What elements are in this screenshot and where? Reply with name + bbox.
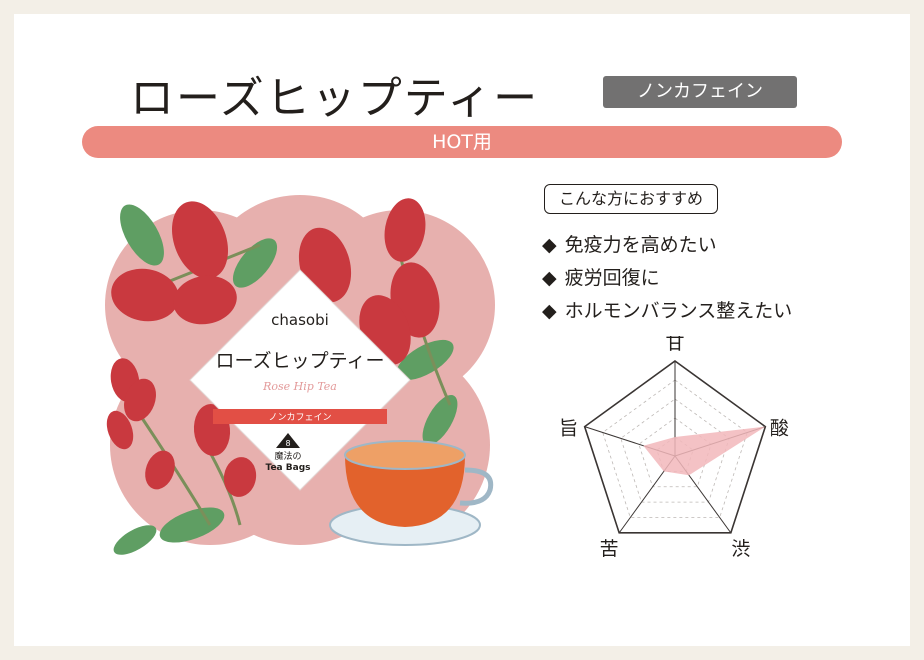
radar-grid-ring <box>602 379 748 518</box>
page-title: ローズヒップティー <box>130 73 540 124</box>
radar-axis-label: 渋 <box>731 538 750 560</box>
bag-count: 8 <box>285 439 290 448</box>
non-caffeine-badge: ノンカフェイン <box>603 76 797 108</box>
radar-axis-label: 苦 <box>600 538 619 560</box>
radar-axis-label: 甘 <box>665 336 684 354</box>
recommend-item: ◆ 疲労回復に <box>542 263 660 290</box>
recommend-item: ◆ 免疫力を高めたい <box>542 230 717 257</box>
bag-label-jp: 魔法の <box>274 450 301 462</box>
leaf-icon <box>113 204 458 555</box>
diamond-bullet-icon: ◆ <box>542 300 557 322</box>
brand-logo: chasobi <box>271 311 329 329</box>
package-product-name: ローズヒップティー <box>216 350 385 372</box>
radar-axis-label: 酸 <box>770 418 789 440</box>
recommend-item-label: 免疫力を高めたい <box>564 234 717 256</box>
package-caffeine-label: ノンカフェイン <box>268 412 331 423</box>
bag-label-en: Tea Bags <box>266 463 311 473</box>
recommend-item-label: ホルモンバランス整えたい <box>564 300 793 322</box>
radar-grid-ring <box>620 398 730 503</box>
diamond-bullet-icon: ◆ <box>542 267 557 289</box>
recommend-item: ◆ ホルモンバランス整えたい <box>542 296 792 323</box>
recommend-item-label: 疲労回復に <box>564 267 660 289</box>
rosehip-berry-icon <box>106 198 440 497</box>
radar-data-area <box>643 426 766 476</box>
package-subtitle: Rose Hip Tea <box>262 380 337 393</box>
hot-use-bar: HOT用 <box>82 126 842 158</box>
radar-grid-ring <box>583 360 767 534</box>
taste-radar-chart: 甘酸渋 苦 旨 <box>559 336 789 560</box>
rosehip-illustration: chasobi ローズヒップティー Rose Hip Tea ノンカフェイン 8… <box>105 195 495 555</box>
tea-package: chasobi ローズヒップティー Rose Hip Tea ノンカフェイン 8… <box>189 269 411 491</box>
diamond-bullet-icon: ◆ <box>542 234 557 256</box>
recommend-heading: こんな方におすすめ <box>544 184 719 214</box>
tea-cup-icon <box>329 440 494 546</box>
radar-axis-label: 旨 <box>559 418 578 440</box>
